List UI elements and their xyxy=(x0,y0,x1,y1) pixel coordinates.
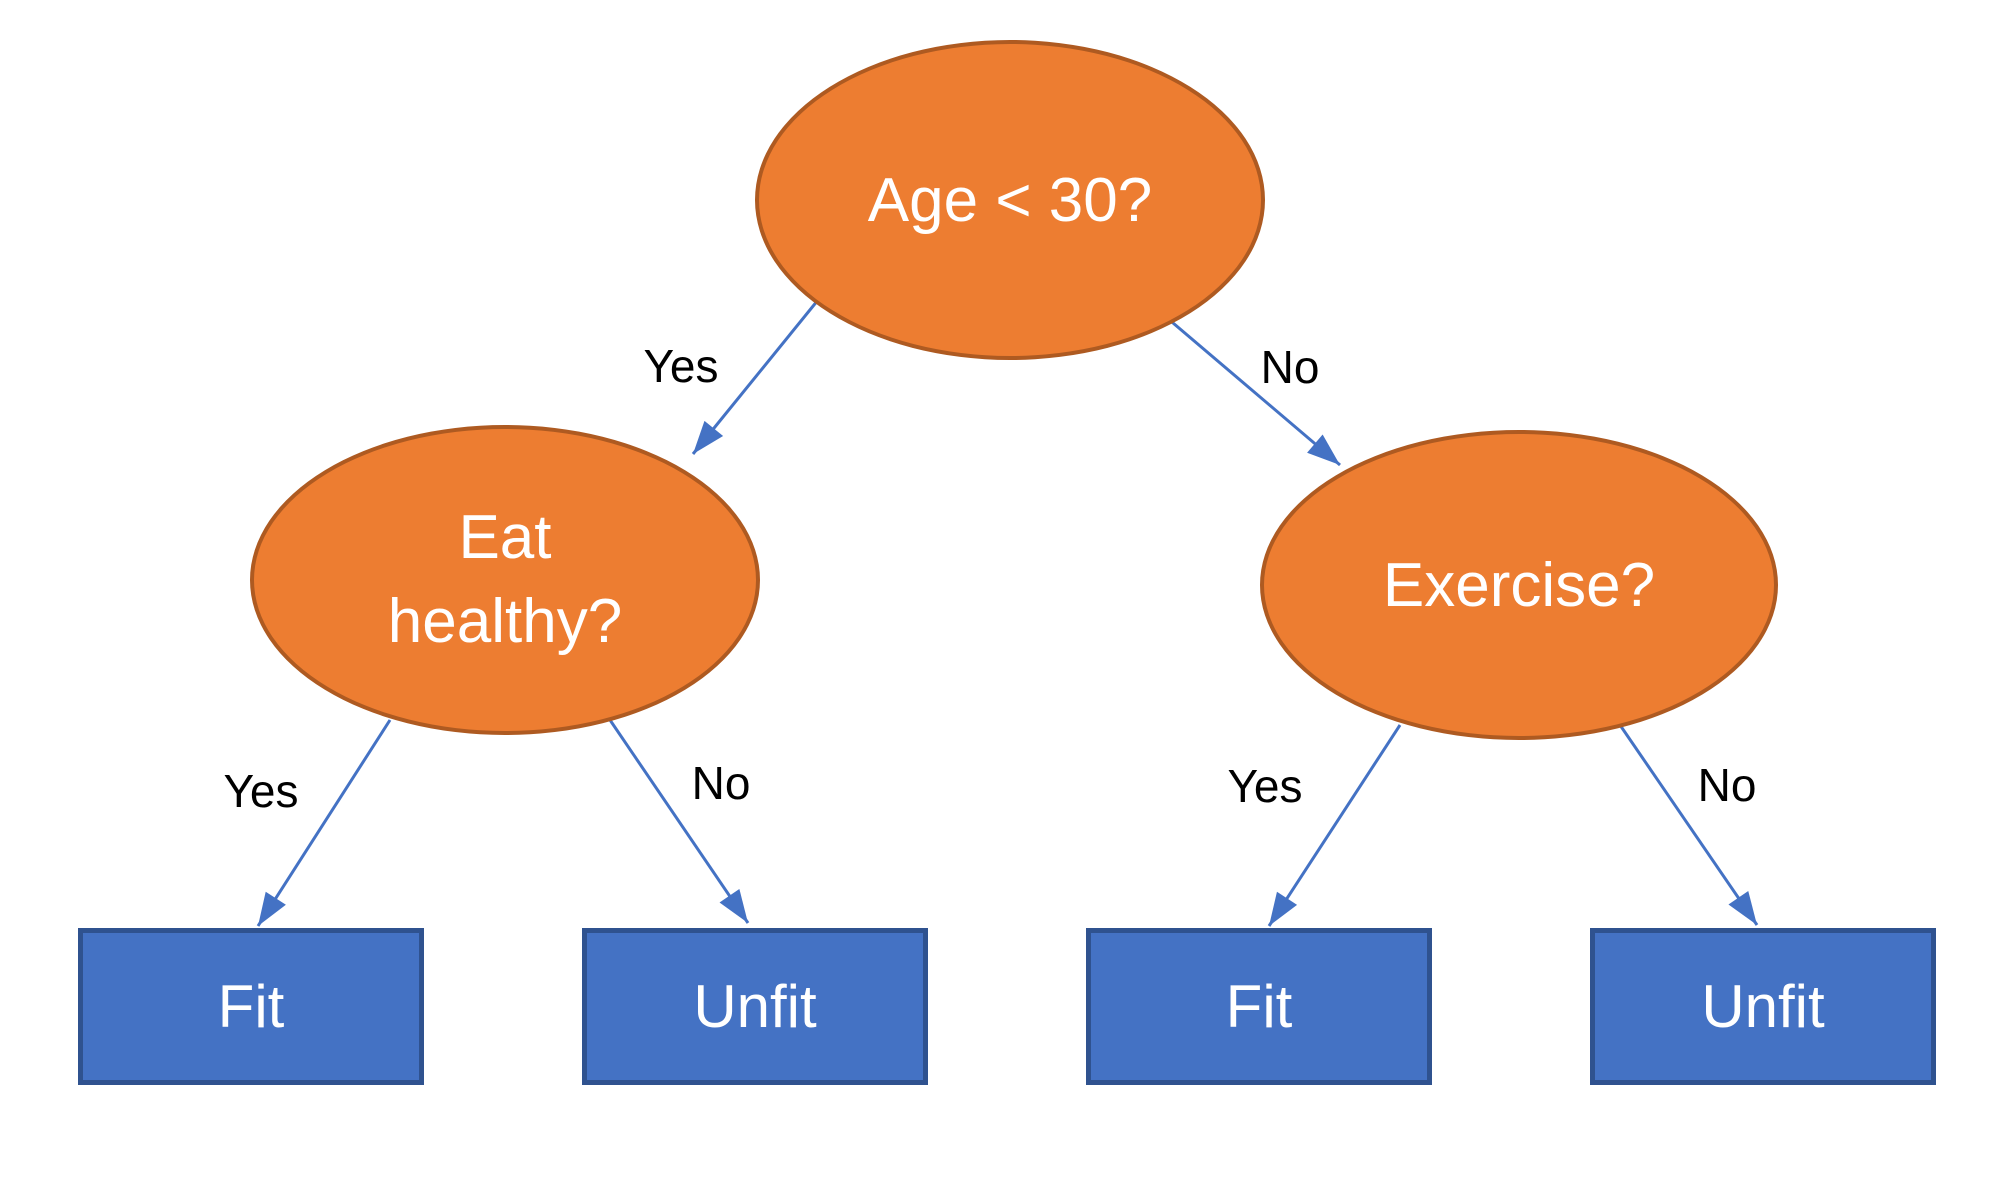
leaf-fit-2-label: Fit xyxy=(1225,973,1293,1040)
node-eat-healthy-line2: healthy? xyxy=(387,587,623,656)
leaf-fit-1-label: Fit xyxy=(217,973,285,1040)
node-age-question: Age < 30? xyxy=(755,40,1265,360)
edge-label-exercise-yes: Yes xyxy=(1227,760,1303,812)
edge-root-yes-line xyxy=(691,299,820,455)
edge-label-exercise-no: No xyxy=(1697,759,1757,811)
edge-eat-yes-line xyxy=(256,719,392,927)
leaf-unfit-1-label: Unfit xyxy=(693,973,817,1040)
node-age-question-label: Age < 30? xyxy=(867,165,1153,235)
node-eat-healthy-label: Eat healthy? xyxy=(388,496,622,664)
leaf-unfit-2: Unfit xyxy=(1590,928,1936,1085)
edge-label-eat-no: No xyxy=(691,757,751,809)
edge-eat-no-line xyxy=(608,719,750,924)
node-eat-healthy-line1: Eat xyxy=(458,503,552,572)
leaf-unfit-1: Unfit xyxy=(582,928,928,1085)
node-eat-healthy-question: Eat healthy? xyxy=(250,425,760,735)
leaf-unfit-2-label: Unfit xyxy=(1701,973,1825,1040)
leaf-fit-1: Fit xyxy=(78,928,424,1085)
leaf-fit-2: Fit xyxy=(1086,928,1432,1085)
node-exercise-question: Exercise? xyxy=(1260,430,1778,740)
edge-label-root-yes: Yes xyxy=(643,340,719,392)
edge-root-no-line xyxy=(1165,315,1341,467)
edge-label-root-no: No xyxy=(1260,341,1320,393)
edge-label-eat-yes: Yes xyxy=(223,765,299,817)
edge-exercise-no-line xyxy=(1618,724,1759,926)
edge-exercise-yes-line xyxy=(1267,724,1402,927)
node-exercise-label: Exercise? xyxy=(1382,550,1656,620)
